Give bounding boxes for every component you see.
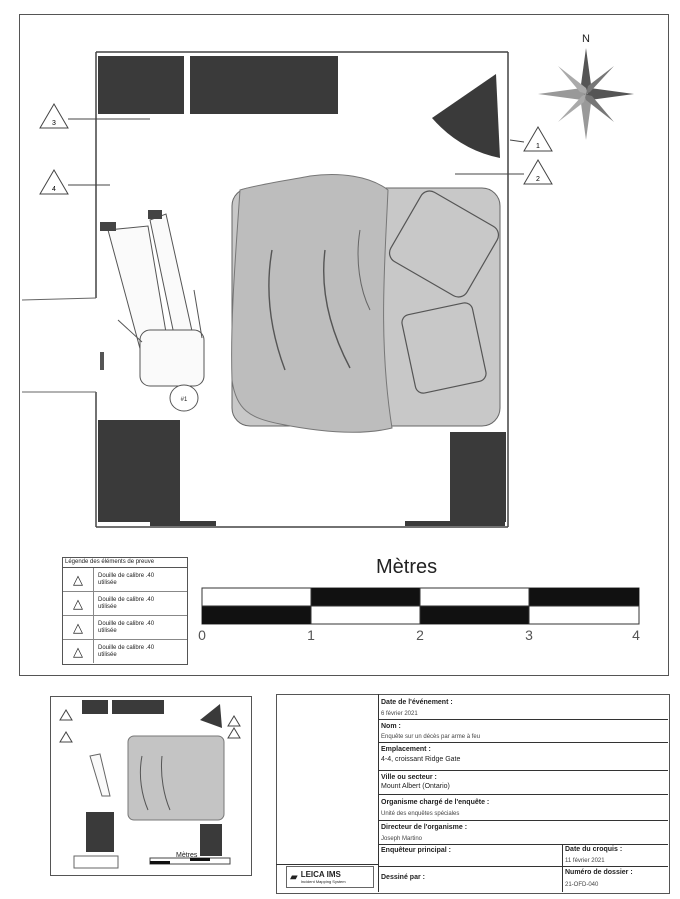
legend-item: △ Douille de calibre .40 utilisée — [63, 640, 187, 663]
compass-rose: N — [538, 33, 634, 140]
director-value: Joseph Martino — [381, 836, 423, 842]
thumbnail-frame — [50, 696, 252, 876]
sketch-date-label: Date du croquis : — [565, 846, 623, 853]
room-walls — [95, 51, 509, 528]
corridor-lines — [21, 297, 97, 393]
evidence-marker-1[interactable]: 1 — [509, 126, 553, 152]
cabinet-top-left — [98, 56, 184, 114]
svg-text:2: 2 — [536, 176, 540, 183]
bottom-bar-left — [150, 521, 216, 526]
scale-bar: 0 1 2 3 4 — [198, 587, 640, 643]
legend-item: △ Douille de calibre .40 utilisée — [63, 592, 187, 616]
legend-box: Légende des éléments de preuve △ Douille… — [62, 557, 188, 665]
leica-logo: ▰ LEICA IMS Incident Mapping System — [286, 866, 374, 888]
bed-cover — [231, 174, 393, 433]
scale-tick-1: 1 — [307, 627, 315, 643]
legend-title: Légende des éléments de preuve — [63, 558, 187, 568]
compass-north-label: N — [582, 33, 590, 45]
cabinet-bottom-left — [98, 420, 180, 522]
svg-text:1: 1 — [536, 143, 540, 150]
legend-marker-icon: △ — [73, 571, 83, 587]
shoe-2 — [148, 210, 162, 219]
evidence-layer: 3 4 1 2 — [39, 103, 553, 195]
pillow-2 — [401, 302, 487, 394]
evidence-marker-4[interactable]: 4 — [39, 169, 110, 195]
legend-item-text: Douille de calibre .40 utilisée — [98, 644, 155, 658]
legend-item-text: Douille de calibre .40 utilisée — [98, 572, 155, 586]
file-number-label: Numéro de dossier : — [565, 869, 633, 876]
legend-marker-icon: △ — [73, 595, 83, 611]
title-block — [276, 694, 670, 894]
director-label: Directeur de l'organisme : — [381, 824, 468, 831]
logo-text: LEICA IMS — [300, 870, 341, 879]
floor-plan: #1 — [21, 51, 509, 528]
scale-tick-2: 2 — [416, 627, 424, 643]
body-tag: #1 — [181, 397, 188, 403]
sketch-date-value: 11 février 2021 — [565, 858, 605, 864]
scale-title: Mètres — [376, 556, 438, 578]
svg-text:4: 4 — [52, 186, 56, 193]
scale-tick-3: 3 — [525, 627, 533, 643]
scale-tick-0: 0 — [198, 627, 206, 643]
location-value: 4-4, croissant Ridge Gate — [381, 756, 461, 763]
agency-label: Organisme chargé de l'enquête : — [381, 799, 490, 806]
name-label: Nom : — [381, 723, 401, 730]
legend-item: △ Douille de calibre .40 utilisée — [63, 616, 187, 640]
main-sheet-frame — [19, 14, 669, 676]
corner-cabinet — [432, 74, 500, 158]
evidence-marker-3[interactable]: 3 — [39, 103, 150, 129]
logo-sub: Incident Mapping System — [300, 879, 346, 884]
legend-marker-icon: △ — [73, 619, 83, 635]
location-label: Emplacement : — [381, 746, 431, 753]
legend-item-text: Douille de calibre .40 utilisée — [98, 620, 155, 634]
bottom-bar-right — [405, 521, 505, 526]
body-outline — [107, 213, 205, 412]
agency-value: Unité des enquêtes spéciales — [381, 811, 460, 817]
cabinet-top-right — [190, 56, 338, 114]
cabinet-bottom-right — [450, 432, 506, 522]
city-value: Mount Albert (Ontario) — [381, 783, 450, 790]
shoe-1 — [100, 222, 116, 231]
legend-marker-icon: △ — [73, 643, 83, 659]
drawn-by-label: Dessiné par : — [381, 874, 425, 881]
evidence-marker-2[interactable]: 2 — [455, 159, 553, 185]
scale-tick-4: 4 — [632, 627, 640, 643]
pillow-1 — [388, 190, 500, 298]
thumbnail-scale-title: Mètres — [176, 852, 198, 859]
city-label: Ville ou secteur : — [381, 774, 437, 781]
name-value: Enquête sur un décès par arme à feu — [381, 734, 481, 740]
legend-item-text: Douille de calibre .40 utilisée — [98, 596, 155, 610]
lead-investigator-label: Enquêteur principal : — [381, 847, 452, 854]
date-event-label: Date de l'événement : — [381, 699, 453, 706]
legend-item: △ Douille de calibre .40 utilisée — [63, 568, 187, 592]
thumbnail-plan — [59, 700, 241, 869]
logo-icon: ▰ — [290, 871, 298, 883]
svg-text:3: 3 — [52, 120, 56, 127]
date-event-value: 6 février 2021 — [381, 711, 418, 717]
file-number-value: 21-OFD-040 — [565, 882, 599, 888]
